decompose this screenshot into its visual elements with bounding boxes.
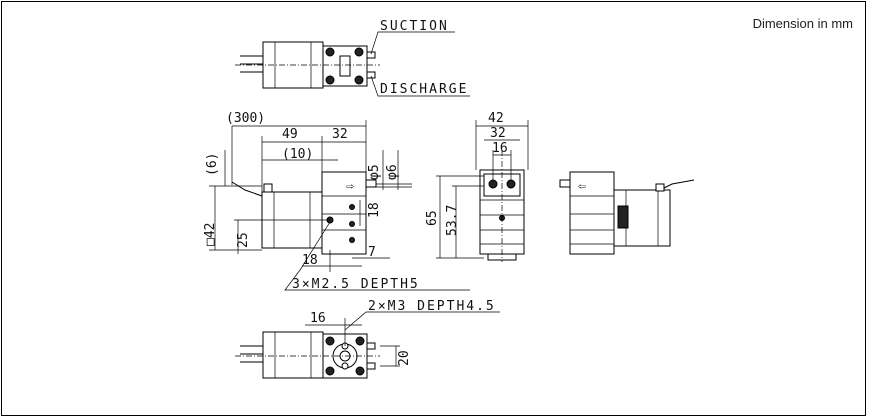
dim-65: 65 (425, 210, 440, 226)
dim-42: 42 (488, 111, 504, 126)
tap-label-2: 2×M3 DEPTH4.5 (368, 299, 496, 314)
dim-49: 49 (282, 127, 298, 142)
discharge-label: DISCHARGE (380, 82, 468, 97)
dim-phi6: φ6 (385, 164, 400, 180)
top-view: SUCTION DISCHARGE (235, 19, 470, 97)
dim-32b: 32 (490, 126, 506, 141)
side-view: ⇨ (300) 49 32 (10) (6) φ5 φ6 □42 25 (203, 111, 470, 292)
dim-10: (10) (282, 147, 313, 162)
dim-25: 25 (236, 232, 251, 248)
dim-18b: 18 (302, 253, 318, 268)
rear-pump-head (569, 171, 615, 255)
tap-label-1: 3×M2.5 DEPTH5 (292, 277, 420, 292)
front-view: 42 32 16 65 53.7 (425, 111, 529, 262)
units-note: Dimension in mm (752, 16, 853, 31)
dim-phi5: φ5 (367, 164, 382, 180)
rear-view: ⇦ (559, 171, 695, 255)
svg-text:⇨: ⇨ (346, 179, 354, 194)
dim-32a: 32 (332, 127, 348, 142)
dim-20: 20 (397, 350, 412, 366)
dim-18a: 18 (367, 202, 382, 218)
side-pump-head (321, 171, 367, 255)
dim-7: 7 (368, 245, 376, 260)
suction-label: SUCTION (380, 19, 449, 34)
dim-300: (300) (226, 111, 265, 126)
bottom-view: 16 2×M3 DEPTH4.5 20 (235, 299, 500, 379)
dim-16b: 16 (310, 311, 326, 326)
dim-sq42: □42 (203, 223, 218, 246)
dim-537: 53.7 (445, 205, 460, 236)
dim-16a: 16 (492, 141, 508, 156)
dim-6: (6) (205, 153, 220, 176)
bottom-motor-body (262, 331, 324, 379)
svg-text:⇦: ⇦ (578, 179, 586, 194)
